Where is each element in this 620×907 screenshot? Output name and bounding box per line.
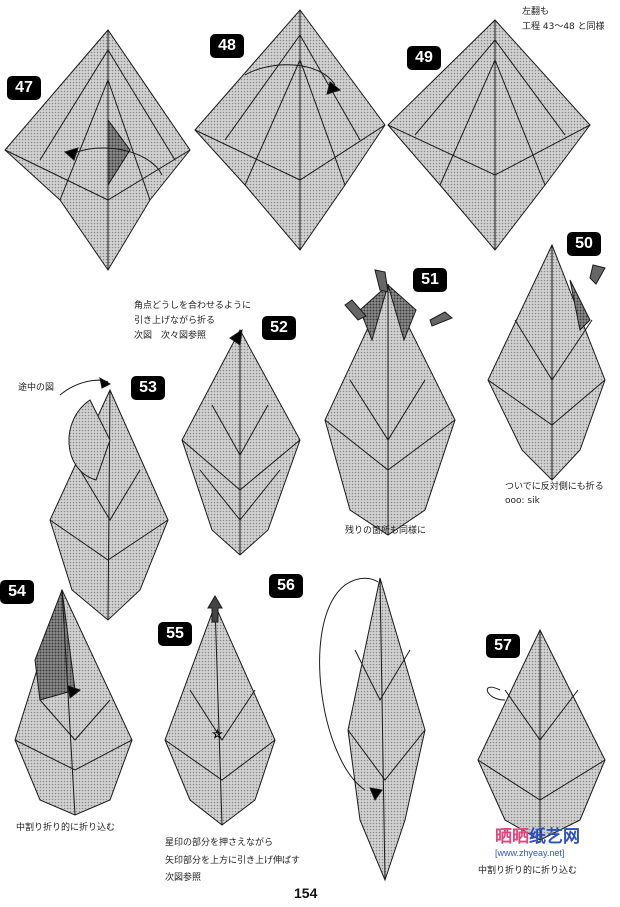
watermark-brand-b: 纸艺网 bbox=[529, 827, 580, 846]
note-step-53: 途中の図 bbox=[18, 383, 55, 393]
step-number-47: 47 bbox=[7, 76, 41, 100]
step-number-50: 50 bbox=[567, 232, 601, 256]
watermark-url: [www.zhyeay.net] bbox=[495, 848, 565, 858]
figure-step-53 bbox=[49, 376, 169, 621]
step-number-52: 52 bbox=[262, 316, 296, 340]
note-step-52-line2: 引き上げながら折る bbox=[134, 316, 216, 326]
step-number-48: 48 bbox=[210, 34, 244, 58]
figure-step-51 bbox=[324, 269, 456, 536]
figure-step-57 bbox=[477, 628, 606, 841]
figure-step-52 bbox=[181, 328, 301, 556]
note-step-50-line1: ついでに反対側にも折る bbox=[505, 482, 604, 492]
note-step-55-line1: 星印の部分を押さえながら bbox=[165, 838, 274, 848]
step-number-57: 57 bbox=[486, 634, 520, 658]
figure-step-54 bbox=[14, 588, 133, 816]
note-step-49-line1: 左翻も bbox=[522, 7, 550, 17]
figure-step-56 bbox=[319, 577, 426, 882]
note-step-55-line2: 矢印部分を上方に引き上げ伸ばす bbox=[165, 856, 301, 866]
note-step-49-line2: 工程 43～48 と同様 bbox=[522, 22, 605, 32]
figure-step-50 bbox=[487, 243, 606, 481]
figure-step-55: ☆ bbox=[164, 595, 276, 826]
step-number-53: 53 bbox=[131, 376, 165, 400]
figure-step-47 bbox=[4, 29, 191, 271]
figure-step-49 bbox=[387, 19, 591, 251]
site-watermark: 晒晒纸艺网 [www.zhyeay.net] bbox=[495, 822, 580, 858]
page-number: 154 bbox=[294, 885, 318, 901]
note-step-54: 中割り折り的に折り込む bbox=[16, 823, 116, 833]
note-step-52-line1: 角点どうしを合わせるように bbox=[134, 301, 252, 311]
step-number-51: 51 bbox=[413, 268, 447, 292]
note-step-50-line2: ooo: sik bbox=[505, 496, 540, 506]
step-number-49: 49 bbox=[407, 46, 441, 70]
step-number-55: 55 bbox=[158, 622, 192, 646]
figure-step-48 bbox=[194, 9, 386, 251]
note-step-57: 中割り折り的に折り込む bbox=[478, 866, 578, 876]
watermark-brand-a: 晒晒 bbox=[495, 827, 529, 846]
step-number-56: 56 bbox=[269, 574, 303, 598]
note-step-52-line3: 次図 次々図参照 bbox=[134, 331, 207, 341]
note-step-55-line3: 次図参照 bbox=[165, 873, 202, 883]
svg-text:☆: ☆ bbox=[212, 727, 223, 741]
step-number-54: 54 bbox=[0, 580, 34, 604]
note-step-51: 残りの箇所も同様に bbox=[345, 526, 427, 536]
